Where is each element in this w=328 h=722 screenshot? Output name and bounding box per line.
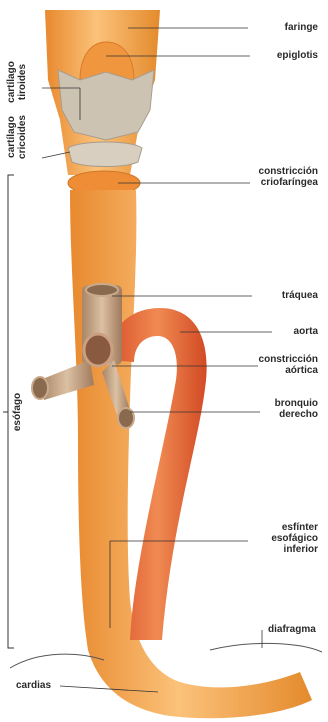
trachea-opening	[86, 284, 118, 296]
label-epiglotis: epiglotis	[277, 50, 318, 61]
label-faringe: faringe	[285, 22, 318, 33]
label-aorta: aorta	[294, 326, 318, 337]
label-traquea: tráquea	[282, 290, 318, 301]
label-diafragma: diafragma	[268, 624, 316, 635]
right-bronchus-opening	[118, 408, 134, 428]
left-bronchus-opening	[32, 377, 48, 399]
thyroid-cartilage	[58, 70, 154, 140]
label-esofago: esófago	[12, 382, 23, 442]
label-esfinter: esfínter esofágico inferior	[271, 522, 318, 555]
label-cartilago-cricoides: cartílago cricoides	[6, 104, 28, 170]
aortic-ring	[84, 334, 112, 366]
diaphragm-right	[210, 643, 322, 652]
label-cardias: cardias	[16, 680, 51, 691]
cricoid-cartilage	[68, 142, 142, 167]
diaphragm-left	[10, 654, 104, 668]
label-constriccion-criofaringea: constricción criofaríngea	[259, 166, 318, 188]
label-constriccion-aortica: constricción aórtica	[259, 354, 318, 376]
label-bronquio-derecho: bronquio derecho	[275, 398, 318, 420]
